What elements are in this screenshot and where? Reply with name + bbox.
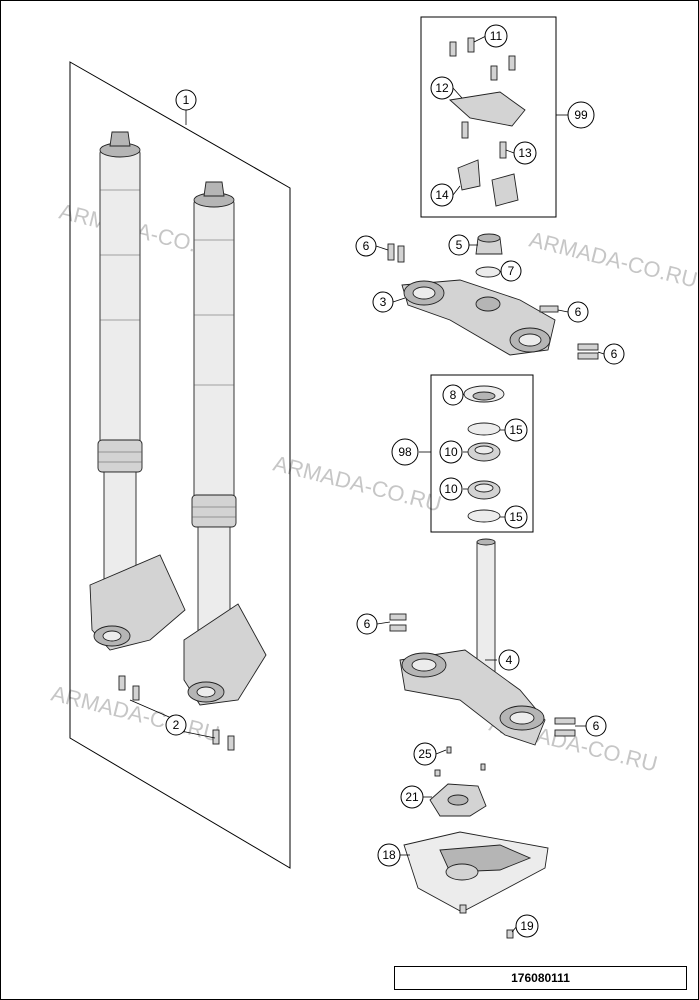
upper-clamp-bolts	[387, 243, 599, 360]
watermark-3: ARMADA-CO.RU	[271, 451, 444, 517]
svg-text:98: 98	[398, 445, 412, 459]
bearing-kit-parts	[463, 385, 505, 523]
svg-text:12: 12	[435, 81, 449, 95]
svg-text:2: 2	[173, 718, 180, 732]
callout-19: 19	[515, 914, 539, 938]
clamp-kit-parts	[448, 37, 526, 207]
callout-4: 4	[498, 649, 520, 671]
watermarks: ARMADA-CO.RU ARMADA-CO.RU ARMADA-CO.RU A…	[49, 199, 699, 777]
callout-3: 3	[372, 291, 394, 313]
fork-leg-left	[89, 131, 186, 651]
callout-2: 2	[165, 714, 187, 736]
svg-text:21: 21	[405, 790, 419, 804]
callout-10b: 10	[439, 477, 463, 501]
callout-99: 99	[567, 101, 595, 129]
svg-text:10: 10	[444, 482, 458, 496]
callout-18: 18	[377, 843, 401, 867]
callout-21: 21	[400, 785, 424, 809]
lower-triple-clamp	[399, 538, 546, 746]
leader-lines	[129, 35, 605, 933]
upper-triple-clamp	[401, 279, 556, 356]
svg-text:6: 6	[364, 617, 371, 631]
cover-and-screws	[429, 746, 487, 817]
callout-14: 14	[430, 183, 454, 207]
svg-text:4: 4	[506, 653, 513, 667]
catalog-number-box: 176080111	[394, 966, 687, 990]
svg-text:10: 10	[444, 445, 458, 459]
callout-6d: 6	[356, 613, 378, 635]
callout-6c: 6	[603, 343, 625, 365]
callout-10a: 10	[439, 440, 463, 464]
svg-text:15: 15	[509, 510, 523, 524]
svg-text:15: 15	[509, 423, 523, 437]
callout-13: 13	[513, 141, 537, 165]
callout-6e: 6	[585, 715, 607, 737]
callout-12: 12	[430, 76, 454, 100]
fork-group-frame	[69, 61, 291, 869]
callout-15a: 15	[504, 418, 528, 442]
callout-6a: 6	[355, 235, 377, 257]
svg-text:3: 3	[380, 295, 387, 309]
callout-6b: 6	[567, 301, 589, 323]
bearing-kit-box	[430, 374, 534, 533]
steering-nut-and-washer	[475, 233, 503, 278]
svg-text:6: 6	[575, 305, 582, 319]
callout-25: 25	[413, 742, 437, 766]
lower-clamp-bolts	[389, 613, 576, 737]
svg-text:25: 25	[418, 747, 432, 761]
callout-5: 5	[448, 234, 470, 256]
svg-text:11: 11	[490, 29, 503, 43]
svg-text:7: 7	[508, 264, 515, 278]
svg-text:5: 5	[456, 238, 463, 252]
fork-leg-right	[183, 181, 267, 706]
svg-text:99: 99	[574, 108, 588, 122]
svg-text:14: 14	[435, 188, 449, 202]
callout-98: 98	[391, 438, 419, 466]
svg-text:6: 6	[611, 347, 618, 361]
callout-8: 8	[442, 384, 464, 406]
guard-plate	[403, 831, 549, 939]
svg-text:1: 1	[183, 93, 190, 107]
callout-11: 11	[484, 24, 508, 48]
callout-1: 1	[175, 89, 197, 111]
callout-15b: 15	[504, 505, 528, 529]
callout-7: 7	[500, 260, 522, 282]
svg-text:6: 6	[363, 239, 370, 253]
svg-text:6: 6	[593, 719, 600, 733]
watermark-2: ARMADA-CO.RU	[527, 227, 699, 293]
clamp-kit-box	[420, 16, 557, 218]
svg-text:13: 13	[518, 146, 532, 160]
svg-text:18: 18	[382, 848, 396, 862]
svg-text:8: 8	[450, 388, 457, 402]
catalog-number: 176080111	[511, 971, 570, 985]
axle-clamp-bolts	[118, 675, 235, 751]
svg-text:19: 19	[520, 919, 534, 933]
